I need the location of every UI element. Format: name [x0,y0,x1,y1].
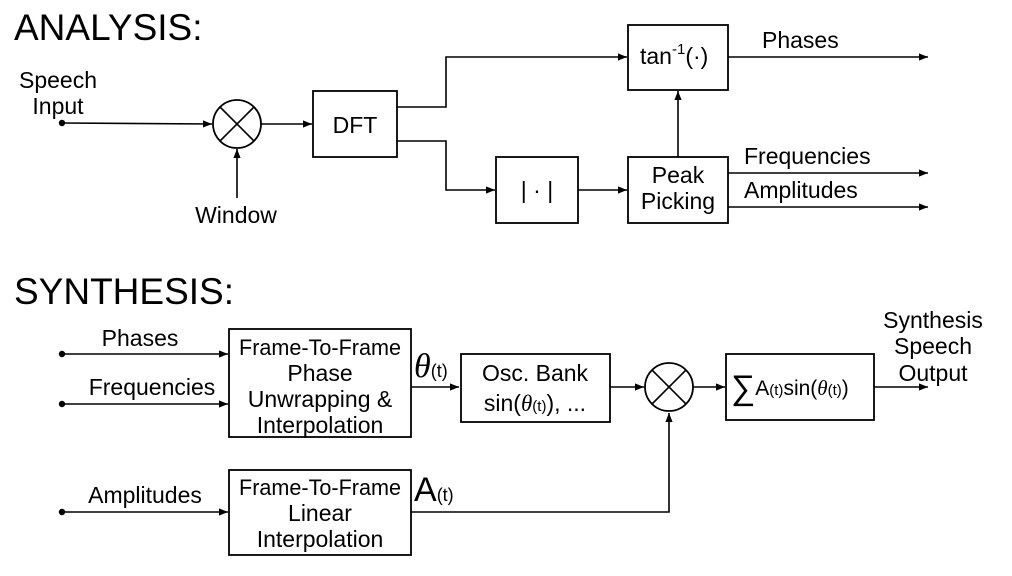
dft-to-atan-arrow [397,53,627,108]
synthesis-output-label-3: Output [898,360,968,386]
linear-box-line-2: Linear [288,500,352,526]
amplitudes-output-label: Amplitudes [744,177,858,203]
amplitude-of-t-label: A(t) [414,471,454,509]
frequencies-input-label: Frequencies [89,374,216,400]
theta-of-t-label: θ(t) [414,348,448,385]
linear-box-line-3: Interpolation [257,526,384,552]
input-to-multiplier-arrow [61,120,213,128]
linear-interpolation-box [228,469,412,556]
window-multiplier [212,99,262,149]
phases-input-label: Phases [102,325,179,351]
dft-box [312,90,398,158]
synthesis-output-label-1: Synthesis [883,307,983,333]
amplitudes-input-label: Amplitudes [88,482,202,508]
linear-box-line-1: Frame-To-Frame [239,475,401,500]
synthesis-heading: SYNTHESIS: [14,271,234,312]
analysis-heading: ANALYSIS: [14,7,203,48]
summation-box [725,353,875,421]
osc-bank-line-2: sin(θ(t)), ... [484,390,586,416]
synthesis-output-label-2: Speech [894,333,972,359]
window-label: Window [195,202,277,228]
amplitude-multiplier [644,362,694,412]
phase-box-line-1: Frame-To-Frame [239,335,401,360]
phase-box-line-2: Phase [287,360,352,386]
peak-picking-label-2: Picking [641,188,715,214]
speech-input-label-2: Input [32,93,84,119]
osc-bank-line-1: Osc. Bank [482,360,589,386]
phase-unwrapping-box [228,328,412,438]
amplitude-to-multiplier-arrow [411,413,673,513]
dft-to-abs-arrow [397,140,495,194]
speech-input-label-1: Speech [19,67,97,93]
phases-output-label: Phases [762,27,839,53]
peak-picking-label-1: Peak [652,162,705,188]
frequencies-output-label: Frequencies [744,143,871,169]
dft-label: DFT [333,112,378,138]
phase-box-line-3: Unwrapping & [248,386,392,412]
summation-label: ∑A(t)sin(θ(t)) [731,369,849,407]
oscillator-bank-box [460,353,611,423]
phase-box-line-4: Interpolation [257,412,384,438]
magnitude-label: | · | [521,177,553,203]
peak-picking-box [627,156,729,224]
arctan-label: tan-1(·) [640,41,708,69]
